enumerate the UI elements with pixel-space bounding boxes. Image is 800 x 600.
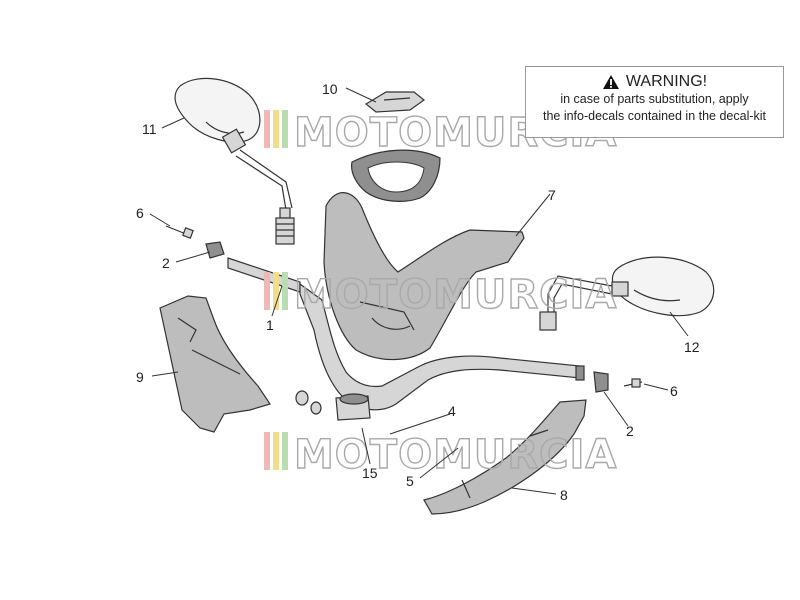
part-6-right-screw — [623, 378, 643, 388]
warning-line-2: the info-decals contained in the decal-k… — [542, 109, 767, 123]
warning-triangle-icon — [602, 75, 619, 89]
callout-9: 9 — [136, 369, 144, 385]
callout-15: 15 — [362, 465, 378, 481]
part-2-right-grip — [593, 371, 609, 393]
callout-5: 5 — [406, 473, 414, 489]
warning-title-row: WARNING! — [526, 73, 783, 91]
part-9-lower-cover-left — [159, 295, 271, 433]
callout-6-right: 6 — [670, 383, 678, 399]
part-12-right-mirror — [539, 256, 715, 331]
watermark-middle: MOTOMURCIA — [264, 271, 617, 319]
callout-labels: 11 10 6 2 1 7 9 12 6 2 4 5 8 15 — [136, 81, 700, 503]
callout-11: 11 — [142, 121, 157, 137]
warning-line-1: in case of parts substitution, apply — [560, 92, 749, 106]
warning-title: WARNING! — [625, 73, 708, 90]
part-headset-collar — [351, 149, 441, 202]
callout-6-left: 6 — [136, 205, 144, 221]
callout-12: 12 — [684, 339, 700, 355]
callout-1: 1 — [266, 317, 274, 333]
part-10-cover — [364, 91, 425, 113]
part-8-lower-cover-right — [423, 399, 587, 515]
callout-2-right: 2 — [626, 423, 634, 439]
callout-8: 8 — [560, 487, 568, 503]
warning-box: WARNING! in case of parts substitution, … — [525, 66, 784, 138]
callout-7: 7 — [548, 187, 556, 203]
part-11-left-mirror — [174, 77, 295, 245]
part-7-handlebar-cover — [323, 192, 525, 361]
callout-4: 4 — [448, 403, 456, 419]
watermark-text: MOTOMURCIA — [294, 272, 617, 318]
part-6-left-screw — [165, 225, 194, 239]
callout-10: 10 — [322, 81, 338, 97]
watermark-text: MOTOMURCIA — [294, 432, 617, 478]
callout-2-left: 2 — [162, 255, 170, 271]
leader-lines — [149, 87, 689, 495]
part-15-washers — [295, 390, 322, 415]
part-2-left-grip — [205, 241, 225, 259]
watermark-bottom: MOTOMURCIA — [264, 431, 617, 479]
